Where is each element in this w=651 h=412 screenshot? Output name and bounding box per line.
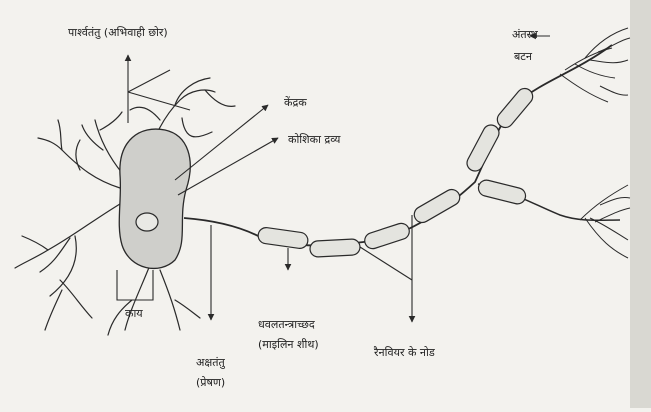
label-terminal-2: बटन (514, 50, 532, 63)
label-nucleus: केंद्रक (284, 96, 307, 109)
axon-terminals-lower (580, 185, 630, 258)
label-terminal-1: अंतस्थ (512, 28, 538, 41)
myelin-sheath (257, 85, 536, 257)
label-axon-1: अक्षतंतु (196, 356, 225, 369)
label-axon-2: (प्रेषण) (196, 376, 225, 389)
label-dendrite: पार्श्वतंतु (अभिवाही छोर) (68, 26, 168, 39)
axon-terminals-upper (560, 28, 630, 102)
label-cytoplasm: कोशिका द्रव्य (288, 133, 340, 146)
cell-body (119, 129, 190, 268)
nucleus (136, 213, 158, 231)
page-edge (630, 0, 651, 408)
label-ranvier: रैनवियर के नोड (374, 346, 435, 359)
label-myelin-2: (माइलिन शीथ) (258, 338, 319, 351)
label-body: काय (125, 307, 143, 320)
axon (184, 45, 612, 245)
label-myelin-1: धवलतन्त्राच्छद (258, 318, 315, 331)
